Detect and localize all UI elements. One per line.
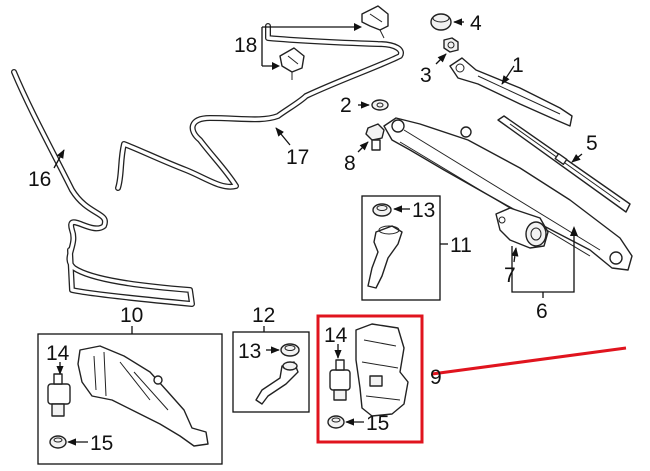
filler-cap-13b[interactable]: [280, 343, 300, 357]
filler-tube-12[interactable]: [255, 361, 299, 405]
callout-12: 12: [252, 304, 275, 327]
callout-14a: 14: [46, 342, 70, 365]
wiper-linkage-6[interactable]: [383, 117, 633, 271]
washer-reservoir-10[interactable]: [77, 345, 209, 447]
callout-5: 5: [586, 132, 598, 155]
washer-pump-14a[interactable]: [47, 373, 71, 417]
callout-13b: 13: [238, 340, 261, 363]
callout-15b: 15: [366, 412, 389, 435]
callout-11: 11: [450, 234, 472, 257]
callout-14b: 14: [324, 324, 348, 347]
bolt-8[interactable]: [365, 123, 385, 151]
highlight-box-9: [316, 314, 424, 444]
callout-3: 3: [420, 64, 432, 87]
cap-4[interactable]: [430, 13, 452, 31]
leader-1: [501, 65, 515, 85]
leader-17: [275, 127, 291, 146]
callout-7: 7: [504, 264, 516, 287]
leader-16: [53, 149, 65, 169]
wiper-arm-1[interactable]: [449, 57, 573, 127]
callout-10: 10: [120, 304, 143, 327]
washer-reservoir-9[interactable]: [355, 323, 409, 417]
washer-pump-14b[interactable]: [329, 359, 351, 401]
filler-cap-13a[interactable]: [372, 203, 392, 217]
leader-18: [261, 26, 358, 67]
washer-nozzle-18b[interactable]: [279, 47, 305, 80]
group-box-12: [232, 331, 310, 413]
leader-5: [571, 153, 583, 163]
callout-6: 6: [536, 300, 548, 323]
group-box-10: [37, 333, 223, 465]
wiper-motor-7[interactable]: [495, 207, 549, 249]
leader-3: [435, 53, 447, 65]
callout-17: 17: [286, 146, 309, 169]
washer-2[interactable]: [371, 99, 389, 111]
callout-9: 9: [430, 366, 442, 389]
grommet-15b[interactable]: [327, 415, 345, 429]
callout-16: 16: [28, 168, 51, 191]
group-box-11: [361, 195, 441, 301]
leader-8: [357, 141, 369, 153]
callout-1: 1: [512, 54, 524, 77]
filler-neck-11[interactable]: [367, 225, 403, 289]
callout-13a: 13: [412, 199, 435, 222]
washer-nozzle-18a[interactable]: [361, 5, 389, 39]
callout-18: 18: [234, 34, 257, 57]
callout-8: 8: [344, 152, 356, 175]
leader-7: [511, 247, 519, 263]
callout-4: 4: [470, 12, 482, 35]
highlight-pointer: [431, 346, 627, 376]
callout-2: 2: [340, 94, 352, 117]
washer-hose-16[interactable]: [11, 69, 195, 307]
grommet-15a[interactable]: [49, 435, 67, 449]
nut-3[interactable]: [443, 37, 459, 53]
wiper-blade-5[interactable]: [497, 115, 631, 213]
washer-hose-17[interactable]: [115, 23, 404, 191]
callout-15a: 15: [90, 432, 113, 455]
